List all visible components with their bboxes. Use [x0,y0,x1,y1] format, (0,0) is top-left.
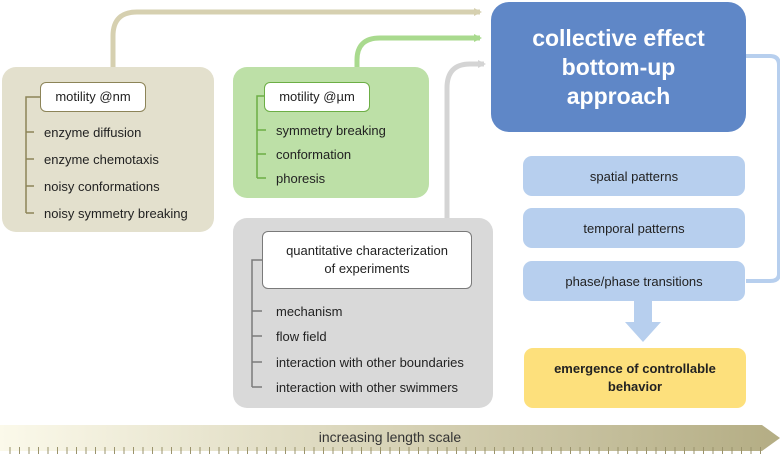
um-item-conformation: conformation [276,147,352,162]
collective-line1: collective effect [532,24,705,51]
experiments-title-line1: quantitative characterization [286,243,448,259]
um-item-phoresis: phoresis [276,171,326,186]
length-scale-label: increasing length scale [318,429,462,445]
length-scale-arrow [0,425,780,451]
chip-phase-transitions: phase/phase transitions [523,261,745,301]
emergence-line2: behavior [607,379,663,394]
exp-item-mechanism: mechanism [276,304,343,319]
patterns-to-emergence-arrow [625,300,661,342]
um-title: motility @µm [279,89,355,105]
chip-temporal-patterns: temporal patterns [523,208,745,248]
collective-effect-box: collective effect bottom-up approach [491,2,746,132]
nm-item-noisy-conformations: noisy conformations [44,179,160,194]
emergence-line1: emergence of controllable [554,361,716,376]
um-to-collective-arrow [354,34,482,68]
length-scale-ticks [9,447,761,454]
nm-item-enzyme-chemotaxis: enzyme chemotaxis [44,152,159,167]
nm-title-box: motility @nm [40,82,146,112]
nm-item-enzyme-diffusion: enzyme diffusion [44,125,142,140]
experiments-title-line2: of experiments [324,261,410,276]
chip-spatial-patterns: spatial patterns [523,156,745,196]
emergence-box: emergence of controllable behavior [524,348,746,408]
pattern-bracket [746,54,780,283]
um-title-box: motility @µm [264,82,370,112]
um-item-symmetry-breaking: symmetry breaking [276,123,386,138]
nm-to-collective-arrow [110,8,482,68]
collective-line3: approach [566,82,671,109]
nm-title: motility @nm [55,89,131,105]
exp-item-swimmers: interaction with other swimmers [276,380,459,395]
exp-to-collective-arrow [444,60,486,218]
exp-item-boundaries: interaction with other boundaries [276,355,464,370]
nm-item-noisy-symmetry-breaking: noisy symmetry breaking [44,206,188,221]
collective-line2: bottom-up [561,53,676,80]
exp-item-flow-field: flow field [276,329,327,344]
experiments-title-box: quantitative characterization of experim… [262,231,472,289]
